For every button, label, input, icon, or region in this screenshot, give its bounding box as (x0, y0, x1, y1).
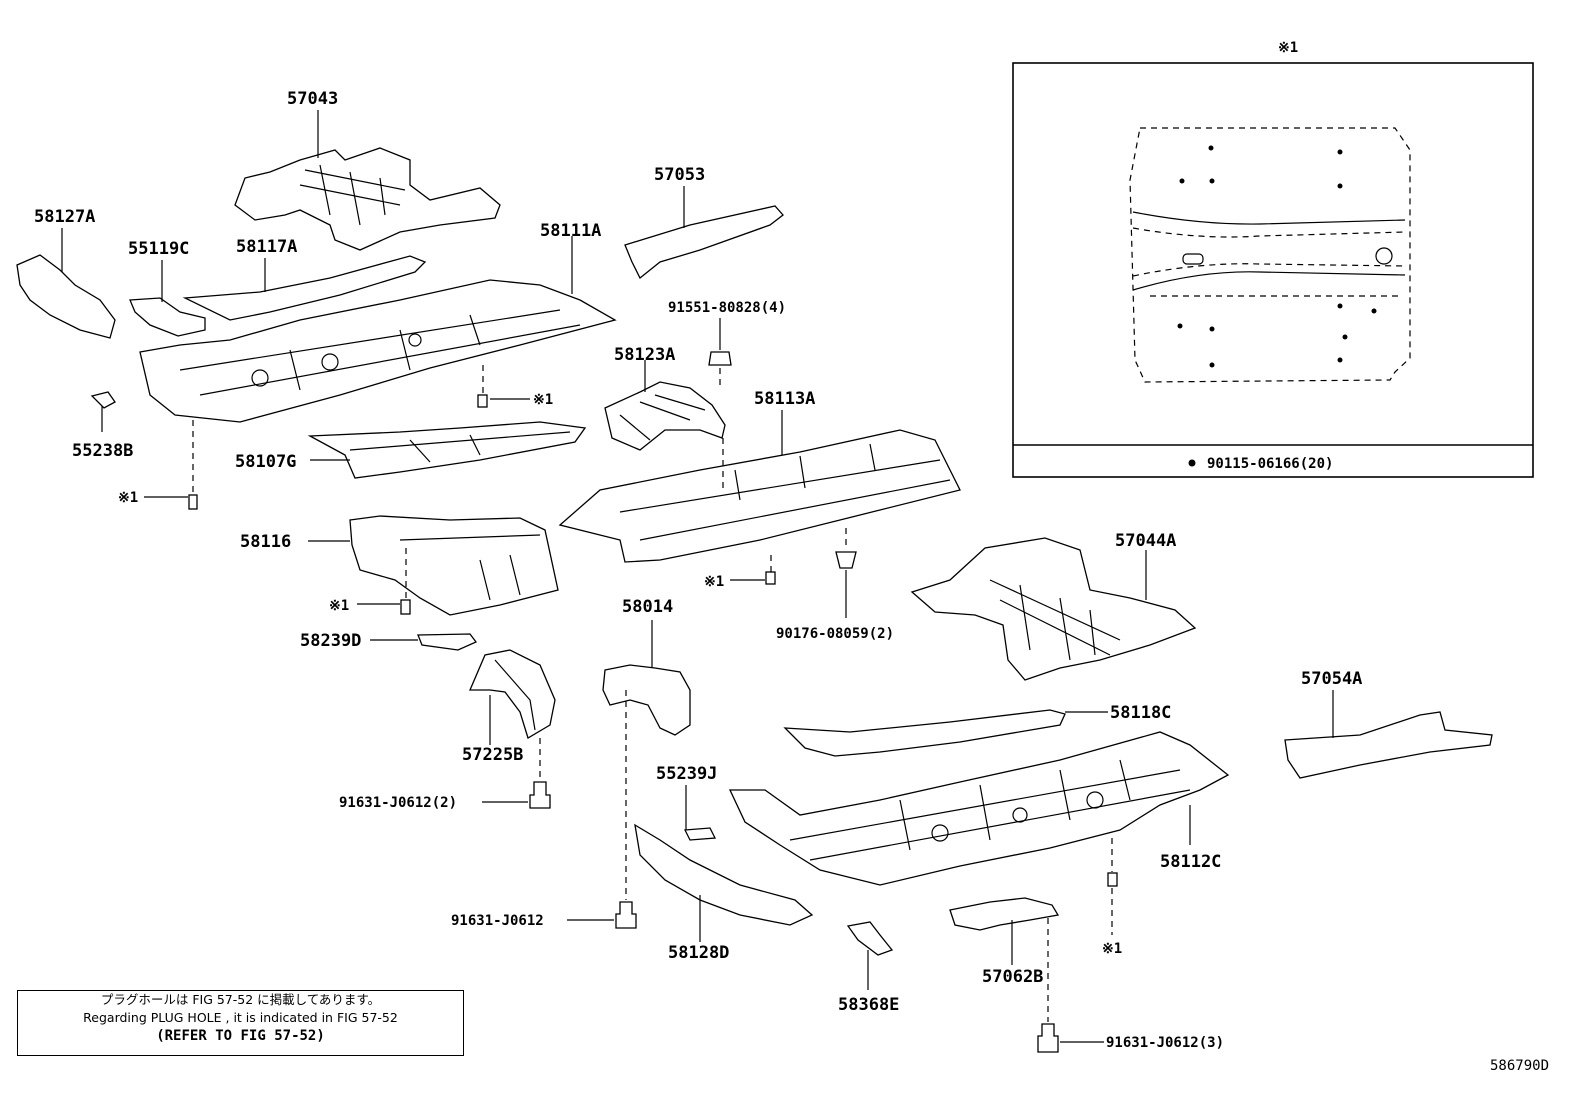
part-55239J: 55239J (656, 764, 717, 841)
label-58117A: 58117A (236, 237, 297, 257)
part-57062B: 57062B 91631-J0612(3) (949, 897, 1224, 1053)
part-91551-80828: 91551-80828(4) (668, 300, 786, 388)
inset-fastener-label: 90115-06166(20) (1207, 456, 1333, 472)
label-91631-3: 91631-J0612(3) (1106, 1035, 1224, 1051)
label-57054A: 57054A (1301, 669, 1362, 689)
part-57054A: 57054A (1284, 669, 1493, 779)
part-58111A: 58111A ※1 ※1 (118, 221, 617, 510)
label-58116: 58116 (240, 532, 291, 552)
label-91551: 91551-80828(4) (668, 300, 786, 316)
part-58368E: 58368E (838, 921, 899, 1015)
part-58239D: 58239D (300, 631, 478, 651)
part-58127A: 58127A (16, 207, 116, 339)
label-57044A: 57044A (1115, 531, 1176, 551)
part-58123A: 58123A (604, 345, 726, 451)
figure-id: 586790D (1490, 1058, 1550, 1074)
label-57053: 57053 (654, 165, 705, 185)
label-57043: 57043 (287, 89, 338, 109)
part-58107G: 58107G (235, 421, 587, 479)
part-57043: 57043 (234, 89, 501, 251)
label-58014: 58014 (622, 597, 673, 617)
note-line-ref: (REFER TO FIG 57-52) (156, 1028, 325, 1044)
part-58117A: 58117A (182, 237, 427, 321)
label-58128D: 58128D (668, 943, 729, 963)
label-58111A: 58111A (540, 221, 601, 241)
inset-panel: ※1 90115-06166(20) (1012, 40, 1534, 478)
note-line-jp: プラグホールは FIG 57-52 に掲載してあります。 (100, 992, 381, 1007)
part-58113A: 58113A ※1 90176-08059(2) (558, 389, 961, 642)
label-55238B: 55238B (72, 441, 133, 461)
part-55238B: 55238B (72, 391, 133, 461)
inset-ref-mark: ※1 (1278, 40, 1298, 56)
label-58118C: 58118C (1110, 703, 1171, 723)
part-57225B: 57225B 91631-J0612(2) (339, 649, 556, 811)
label-58368E: 58368E (838, 995, 899, 1015)
part-57053: 57053 (624, 165, 784, 280)
ref-mark-b: ※1 (533, 392, 553, 408)
ref-mark-a: ※1 (118, 490, 138, 506)
label-58112C: 58112C (1160, 852, 1221, 872)
label-55119C: 55119C (128, 239, 189, 259)
part-58014: 58014 91631-J0612 (451, 597, 691, 929)
ref-mark-c: ※1 (704, 574, 724, 590)
ref-mark-d: ※1 (329, 598, 349, 614)
label-91631: 91631-J0612 (451, 913, 544, 929)
label-91631-2: 91631-J0612(2) (339, 795, 457, 811)
label-90176: 90176-08059(2) (776, 626, 894, 642)
plug-hole-note: プラグホールは FIG 57-52 に掲載してあります。 Regarding P… (17, 990, 464, 1056)
label-55239J: 55239J (656, 764, 717, 784)
part-58112C: 58112C ※1 (728, 731, 1230, 957)
ref-mark-e: ※1 (1102, 941, 1122, 957)
part-58116: 58116 ※1 (240, 515, 559, 616)
label-58107G: 58107G (235, 452, 296, 472)
part-55119C: 55119C (128, 239, 206, 337)
label-57062B: 57062B (982, 967, 1043, 987)
label-58123A: 58123A (614, 345, 675, 365)
label-58113A: 58113A (754, 389, 815, 409)
part-58118C: 58118C (783, 703, 1171, 757)
label-58127A: 58127A (34, 207, 95, 227)
part-58128D: 58128D (634, 823, 814, 963)
label-58239D: 58239D (300, 631, 361, 651)
label-57225B: 57225B (462, 745, 523, 765)
note-line-en: Regarding PLUG HOLE , it is indicated in… (83, 1010, 398, 1025)
part-57044A: 57044A (910, 531, 1197, 681)
